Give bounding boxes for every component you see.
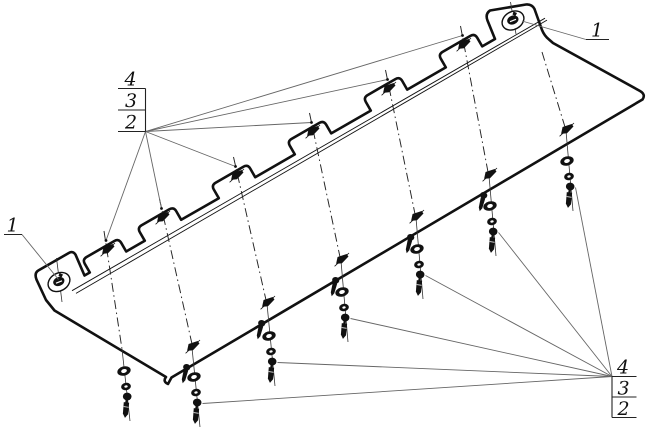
spring-washer (190, 387, 202, 398)
bolt (412, 269, 426, 297)
centerline (541, 51, 566, 128)
part-number-stack-top-left: 4 3 2 (118, 69, 147, 134)
flat-washer (261, 329, 277, 343)
flat-washer (559, 154, 575, 168)
flat-washer (482, 199, 498, 213)
spring-washer (338, 302, 350, 313)
centerline (460, 25, 489, 173)
part-number-stack-bottom-right: 4 3 2 (611, 357, 637, 420)
spring-washer (120, 381, 132, 392)
part-number-2: 2 (124, 112, 137, 134)
fastener-stack (334, 285, 351, 340)
spring-washer (413, 259, 425, 270)
fastener-stack (409, 242, 426, 297)
fastener-stack (116, 364, 133, 419)
flat-washer (334, 285, 350, 299)
centerline (385, 69, 416, 215)
flat-washer (186, 370, 202, 384)
part-number-4: 4 (616, 357, 629, 379)
fastener-stack (482, 199, 499, 254)
fastener-stack (559, 154, 576, 209)
bolt (562, 181, 576, 209)
centerline (233, 156, 267, 301)
leader-fan-bottom-right (202, 187, 613, 404)
flat-washer (409, 242, 425, 256)
bolt (189, 397, 203, 425)
flat-washer (116, 364, 132, 378)
fastener-stack (261, 329, 278, 384)
flange-bend-lines (71, 17, 548, 294)
bolt (485, 226, 499, 254)
bolt (337, 312, 351, 340)
part-number-1-top-right: 1 (591, 20, 603, 42)
spring-washer (265, 346, 277, 357)
part-number-4: 4 (123, 69, 136, 91)
spring-washer (486, 216, 498, 227)
bolt (119, 391, 133, 419)
centerline (309, 112, 341, 258)
part-number-1-bottom-left: 1 (6, 215, 18, 237)
bolt (264, 356, 278, 384)
leader-fan-top-left (104, 34, 464, 242)
fastener-stack (186, 370, 203, 425)
item1-leaders (4, 20, 609, 280)
part-number-2: 2 (616, 398, 629, 420)
skid-plate-outline (34, 3, 646, 386)
part-number-3: 3 (125, 90, 137, 112)
spring-washer (563, 171, 575, 182)
centerline (159, 198, 193, 345)
part-number-3: 3 (617, 378, 629, 400)
